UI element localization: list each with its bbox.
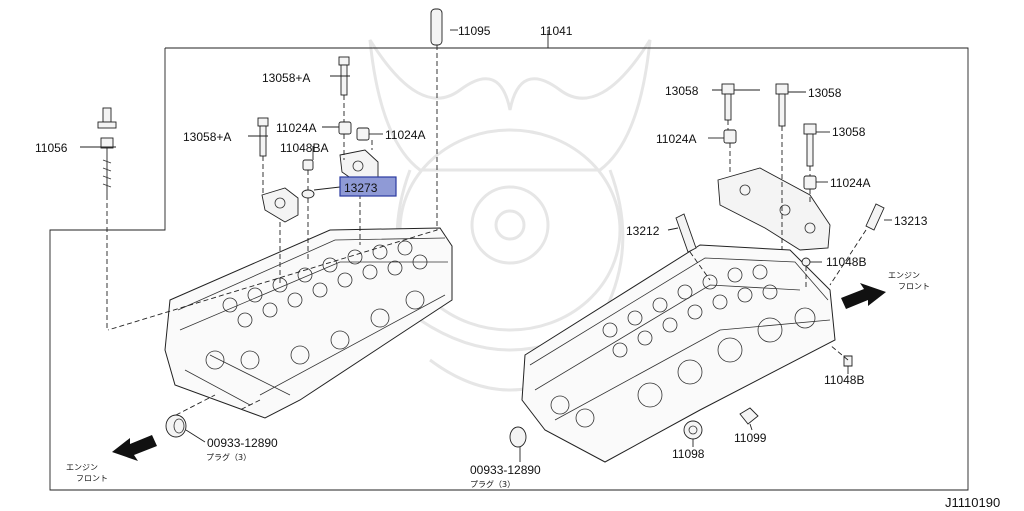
label-13058a-mid[interactable]: 13058+A bbox=[183, 130, 231, 144]
label-00933-right[interactable]: 00933-12890 bbox=[470, 463, 541, 477]
highlight-13273 bbox=[339, 176, 397, 197]
label-11048b-r1[interactable]: 11048B bbox=[826, 255, 866, 269]
label-11024a-left1[interactable]: 11024A bbox=[276, 121, 316, 135]
label-13273[interactable]: 13273 bbox=[344, 181, 378, 195]
bolt-13058-r2[interactable] bbox=[775, 83, 789, 127]
left-cylinder-head[interactable] bbox=[164, 227, 453, 419]
bolt-13058-r3[interactable] bbox=[803, 123, 817, 167]
dowel-11095[interactable] bbox=[430, 8, 443, 46]
diagram-code: J1110190 bbox=[945, 495, 1000, 510]
right-leaders bbox=[519, 89, 892, 462]
plug-right[interactable] bbox=[509, 426, 527, 448]
label-13058a-top[interactable]: 13058+A bbox=[262, 71, 310, 85]
label-11056[interactable]: 11056 bbox=[35, 141, 68, 155]
label-11098[interactable]: 11098 bbox=[672, 447, 705, 461]
label-13058-r2[interactable]: 13058 bbox=[808, 86, 842, 100]
bolt-11056[interactable] bbox=[97, 107, 117, 195]
label-engine-front-left-1: エンジン bbox=[66, 463, 98, 472]
label-13058-r3[interactable]: 13058 bbox=[832, 125, 866, 139]
label-11048b-r2[interactable]: 11048B bbox=[824, 373, 864, 387]
label-13213[interactable]: 13213 bbox=[894, 214, 928, 228]
seal-11098[interactable] bbox=[683, 420, 703, 440]
label-11024a-r1[interactable]: 11024A bbox=[656, 132, 696, 146]
plug-left[interactable] bbox=[165, 414, 187, 438]
arrow-icon bbox=[112, 435, 157, 461]
label-11024a-left2[interactable]: 11024A bbox=[385, 128, 425, 142]
sensor-13213[interactable] bbox=[865, 203, 885, 231]
frame bbox=[49, 47, 969, 491]
label-plug-left: プラグ（3） bbox=[206, 452, 251, 462]
label-11099[interactable]: 11099 bbox=[734, 431, 767, 445]
label-11048ba[interactable]: 11048BA bbox=[280, 141, 329, 155]
label-13058-r1[interactable]: 13058 bbox=[665, 84, 699, 98]
arrow-icon bbox=[841, 283, 886, 309]
label-engine-front-left-2: フロント bbox=[76, 474, 108, 483]
bolt-13058-r1[interactable] bbox=[721, 83, 735, 121]
sensor-13212[interactable] bbox=[675, 213, 697, 253]
label-11041[interactable]: 11041 bbox=[540, 24, 573, 38]
left-leaders bbox=[80, 29, 549, 443]
seal-11099[interactable] bbox=[739, 407, 759, 425]
label-00933-left[interactable]: 00933-12890 bbox=[207, 436, 278, 450]
label-engine-front-right-2: フロント bbox=[898, 282, 930, 291]
bolt-13058a-lower[interactable] bbox=[257, 117, 269, 157]
washer-11048ba[interactable] bbox=[301, 159, 315, 199]
label-engine-front-right-1: エンジン bbox=[888, 271, 920, 280]
right-cylinder-head[interactable] bbox=[521, 244, 836, 463]
label-plug-right: プラグ（3） bbox=[470, 479, 515, 489]
sleeve-11024a-left[interactable] bbox=[338, 121, 370, 141]
label-13212[interactable]: 13212 bbox=[626, 224, 660, 238]
camshaft-bracket-right[interactable] bbox=[717, 167, 831, 251]
label-11095[interactable]: 11095 bbox=[458, 24, 491, 38]
label-11024a-r2[interactable]: 11024A bbox=[830, 176, 870, 190]
